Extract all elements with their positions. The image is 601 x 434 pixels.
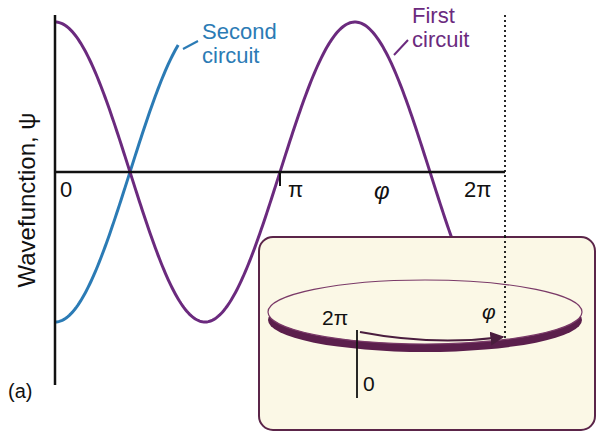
angle-variable: φ (482, 300, 496, 323)
curve-label: Second circuit (202, 20, 292, 68)
y-axis (54, 15, 57, 385)
leader-line (394, 40, 408, 55)
axis-tick-label: 2π (464, 178, 491, 202)
two-pi-dotted-line (504, 236, 506, 338)
curve-label: First circuit (412, 4, 502, 52)
ring-top (268, 280, 582, 344)
angle-label: 0 (363, 372, 375, 395)
inset-panel: 2π 0 φ (258, 236, 596, 431)
second-circuit-curve (55, 45, 178, 322)
origin-tick (356, 330, 358, 398)
axis-title: Wavefunction, ψ (14, 113, 40, 288)
ring-illustration (258, 236, 596, 431)
angle-arrow (360, 332, 503, 341)
inset-frame (259, 237, 595, 430)
axis-tick-label: 0 (60, 178, 72, 202)
panel-label: (a) (8, 380, 32, 402)
leader-line (183, 41, 198, 49)
axis-tick-label: π (288, 178, 303, 202)
axis-variable: φ (374, 178, 390, 204)
two-pi-dotted-line (504, 15, 506, 236)
pi-tick (279, 172, 281, 186)
angle-label: 2π (322, 306, 348, 329)
